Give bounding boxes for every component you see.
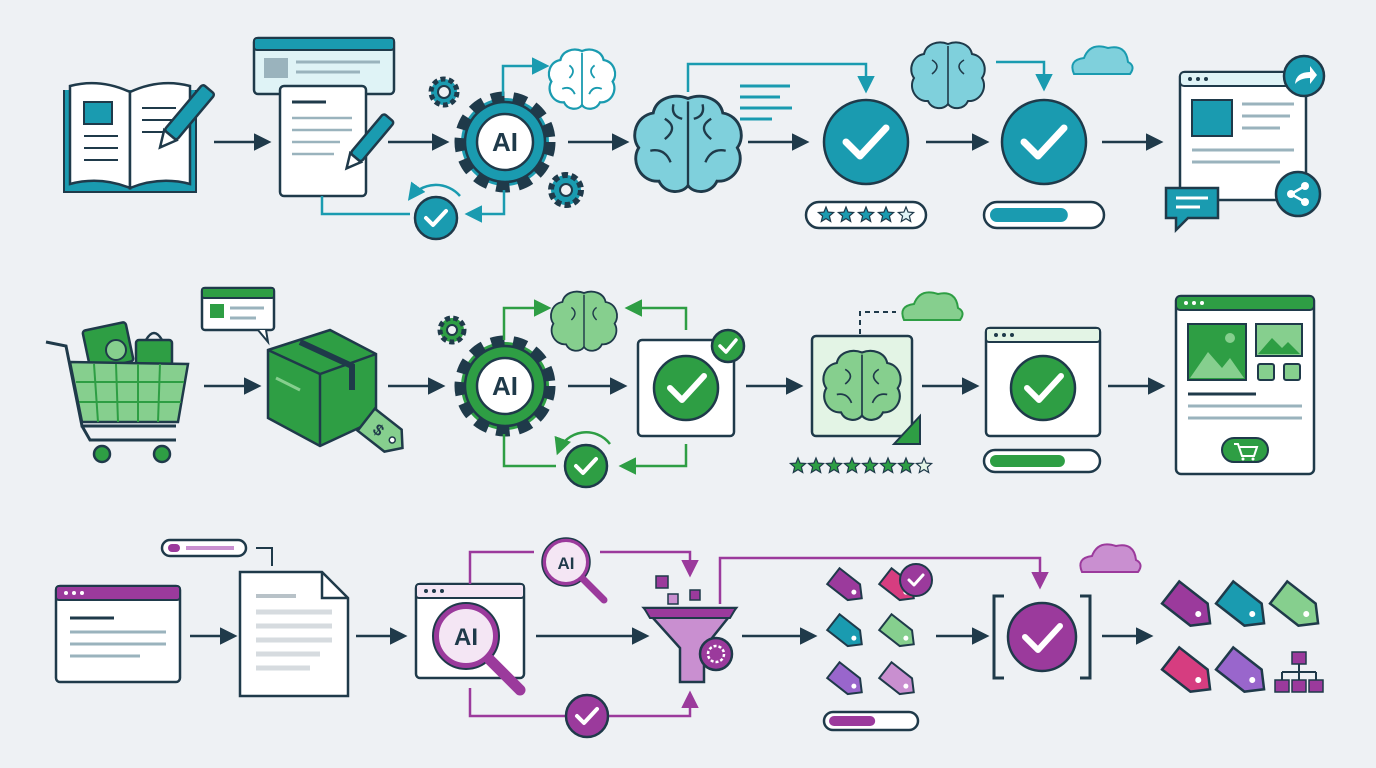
ai-gear-icon: AI xyxy=(320,48,617,241)
ai-label: AI xyxy=(558,554,575,573)
book-pencil-icon xyxy=(63,81,216,193)
star-empty-icon xyxy=(914,456,934,474)
filter-funnel-icon xyxy=(641,556,1049,684)
brain-icon xyxy=(910,41,986,110)
check-circle-icon xyxy=(407,181,461,241)
progress-bar-fill xyxy=(829,716,876,726)
row-2-ecommerce-workflow: $ AI xyxy=(45,286,1316,489)
organized-tags-icon xyxy=(1160,579,1324,693)
star-rating xyxy=(816,205,916,223)
brain-icon xyxy=(550,290,618,352)
small-gear-icon xyxy=(437,315,467,345)
tag-grid-icon xyxy=(822,563,933,732)
check-progress-window-icon xyxy=(982,326,1102,474)
small-gear-icon xyxy=(428,76,460,108)
star-filled-icon xyxy=(842,456,862,474)
star-filled-icon xyxy=(806,456,826,474)
cloud-icon xyxy=(1071,45,1134,75)
check-bracket-icon xyxy=(992,543,1142,680)
row-1-content-workflow: AI xyxy=(63,36,1326,241)
small-gear-icon xyxy=(548,172,584,208)
ai-label: AI xyxy=(492,127,518,157)
small-search-icon: AI xyxy=(541,537,608,604)
star-filled-icon xyxy=(896,456,916,474)
shopping-cart-icon xyxy=(45,321,190,464)
hierarchy-icon xyxy=(1274,651,1324,693)
check-window-icon xyxy=(636,328,746,438)
document-icon xyxy=(160,538,350,698)
star-filled-icon xyxy=(836,205,856,223)
image-icon xyxy=(1187,323,1247,381)
image-icon xyxy=(1255,323,1303,357)
progress-bar-fill xyxy=(990,208,1068,222)
check-rating-icon xyxy=(804,98,928,230)
star-filled-icon xyxy=(878,456,898,474)
check-circle-icon xyxy=(554,431,611,489)
star-rating xyxy=(788,456,934,474)
ai-label: AI xyxy=(454,624,478,651)
brain-icon xyxy=(547,48,617,110)
check-circle-icon xyxy=(564,693,610,739)
cloud-icon xyxy=(901,291,964,321)
share-icon xyxy=(1274,170,1322,218)
ai-search-icon: AI AI xyxy=(414,537,699,739)
row-3-tagging-workflow: AI AI xyxy=(54,537,1324,739)
star-filled-icon xyxy=(788,456,808,474)
star-filled-icon xyxy=(860,456,880,474)
progress-bar-fill xyxy=(990,455,1065,467)
brain-window-icon xyxy=(788,291,964,474)
star-filled-icon xyxy=(824,456,844,474)
ai-label: AI xyxy=(492,371,518,401)
publish-share-icon xyxy=(1164,54,1326,234)
document-pencil-icon xyxy=(252,36,396,198)
check-progress-icon xyxy=(910,41,1134,230)
add-to-cart-button xyxy=(1221,437,1269,463)
check-circle-icon xyxy=(899,563,933,597)
ai-gear-icon: AI xyxy=(437,290,688,489)
star-filled-icon xyxy=(856,205,876,223)
mini-window-icon xyxy=(200,286,276,346)
star-empty-icon xyxy=(896,205,916,223)
star-filled-icon xyxy=(876,205,896,223)
brain-icon xyxy=(633,94,743,194)
web-page-icon xyxy=(54,584,182,684)
comment-bubble-icon xyxy=(1164,186,1220,234)
product-page-icon xyxy=(1174,294,1316,476)
cloud-icon xyxy=(1079,543,1142,573)
text-lines-icon xyxy=(740,84,792,121)
package-tag-icon: $ xyxy=(200,286,404,453)
star-filled-icon xyxy=(816,205,836,223)
search-bar-icon xyxy=(160,538,273,566)
forward-arrow-icon xyxy=(1282,54,1326,98)
